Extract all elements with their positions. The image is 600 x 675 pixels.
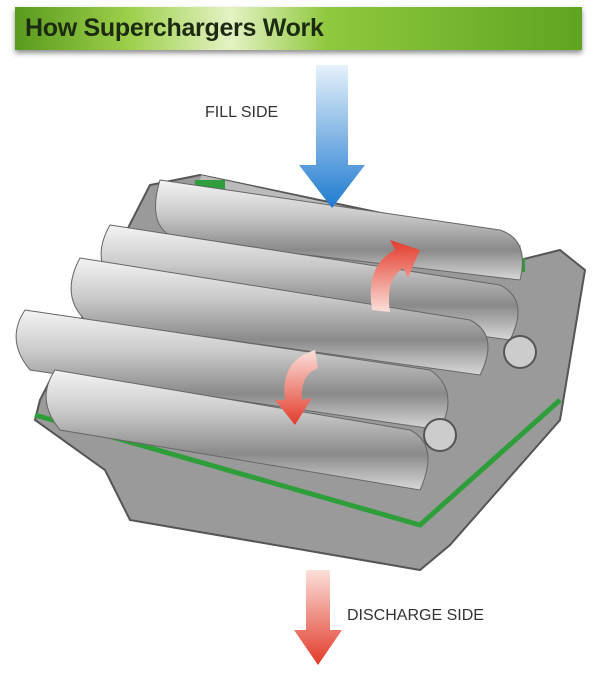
rotor-shaft-icon bbox=[423, 418, 457, 452]
discharge-side-label: DISCHARGE SIDE bbox=[347, 607, 484, 624]
rotor-shaft-icon bbox=[503, 335, 537, 369]
rotation-up-arrow-icon bbox=[370, 240, 420, 312]
rotation-down-arrow-icon bbox=[275, 350, 318, 425]
discharge-arrow-icon bbox=[294, 570, 342, 665]
page-title: How Superchargers Work bbox=[25, 14, 324, 42]
title-banner: How Superchargers Work bbox=[15, 7, 582, 50]
fill-arrow-icon bbox=[299, 65, 365, 208]
fill-side-label: FILL SIDE bbox=[205, 104, 279, 121]
rotors bbox=[15, 179, 537, 491]
seal-bottom bbox=[34, 398, 562, 528]
